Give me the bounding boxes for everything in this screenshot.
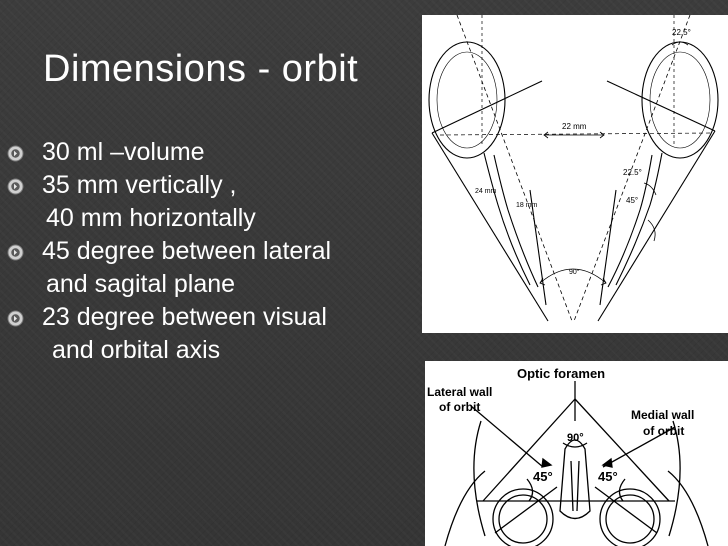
angle-45-left-label: 45° — [533, 469, 553, 484]
circle-arrow-icon — [7, 145, 24, 162]
left-orbit-circle — [492, 488, 554, 546]
left-lateral-wall — [431, 132, 549, 322]
bullet-text: 23 degree between visual — [42, 303, 327, 331]
bullet-list: 30 ml –volume 35 mm vertically , 40 mm h… — [0, 136, 430, 367]
orbit-axes-diagram: 22.5° 22 mm 22.5° 45° 24 mm 18 mm 90° — [422, 15, 728, 333]
bullet-text: 35 mm vertically , — [42, 171, 237, 199]
width-label: 22 mm — [562, 122, 587, 131]
right-orbit-rim — [606, 80, 716, 132]
angle-top-label: 22.5° — [672, 28, 691, 37]
right-lateral-wall — [597, 130, 716, 322]
angle-90-label: 90° — [567, 432, 584, 444]
right-optic-nerve — [615, 152, 663, 286]
right-orbit-circle — [599, 488, 661, 546]
bullet-text: 45 degree between lateral — [42, 237, 332, 265]
right-eyeball — [641, 41, 719, 159]
medial-wall-label: Medial wall — [631, 408, 694, 422]
angle-45-right-label: 45° — [598, 469, 618, 484]
length-right-label: 18 mm — [516, 202, 538, 209]
angle-mid-label: 22.5° — [623, 168, 642, 177]
bullet-item: 45 degree between lateral — [0, 235, 430, 268]
bullet-continuation: 40 mm horizontally — [0, 202, 430, 235]
slide-title: Dimensions - orbit — [43, 48, 359, 90]
right-orbital-axis — [573, 15, 691, 322]
left-orbit-rim — [431, 80, 543, 134]
bullet-text: and orbital axis — [52, 336, 221, 364]
angle-lateral-label: 45° — [626, 196, 638, 205]
orbit-walls-diagram: Optic foramen Lateral wall of orbit Medi… — [425, 361, 728, 546]
bullet-text: 40 mm horizontally — [46, 204, 256, 232]
circle-arrow-icon — [7, 244, 24, 261]
medial-wall-line — [574, 398, 670, 502]
length-left-label: 24 mm — [475, 188, 497, 195]
bullet-item: 30 ml –volume — [0, 136, 430, 169]
bullet-continuation: and orbital axis — [0, 334, 430, 367]
optic-foramen-label: Optic foramen — [517, 366, 605, 381]
bullet-text: 30 ml –volume — [42, 138, 205, 166]
orbit-axes-drawing: 22.5° 22 mm 22.5° 45° 24 mm 18 mm 90° — [428, 15, 719, 322]
circle-arrow-icon — [7, 178, 24, 195]
lateral-wall-label-2: of orbit — [439, 400, 480, 414]
skull-outline — [473, 420, 681, 537]
left-optic-nerve — [483, 152, 531, 286]
bullet-item: 23 degree between visual — [0, 301, 430, 334]
bullet-text: and sagital plane — [46, 270, 236, 298]
ninety-degree-arc — [539, 268, 607, 284]
lateral-wall-label: Lateral wall — [427, 385, 492, 399]
bullet-continuation: and sagital plane — [0, 268, 430, 301]
lateral-wall-line — [482, 398, 576, 502]
orbit-walls-drawing: Optic foramen Lateral wall of orbit Medi… — [427, 366, 709, 546]
medial-wall-label-2: of orbit — [643, 424, 684, 438]
left-orbital-axis — [456, 15, 573, 322]
bullet-item: 35 mm vertically , — [0, 169, 430, 202]
left-eyeball — [428, 41, 506, 159]
circle-arrow-icon — [7, 310, 24, 327]
nasal-septum — [559, 439, 591, 520]
angle-bottom-label: 90° — [569, 268, 580, 276]
